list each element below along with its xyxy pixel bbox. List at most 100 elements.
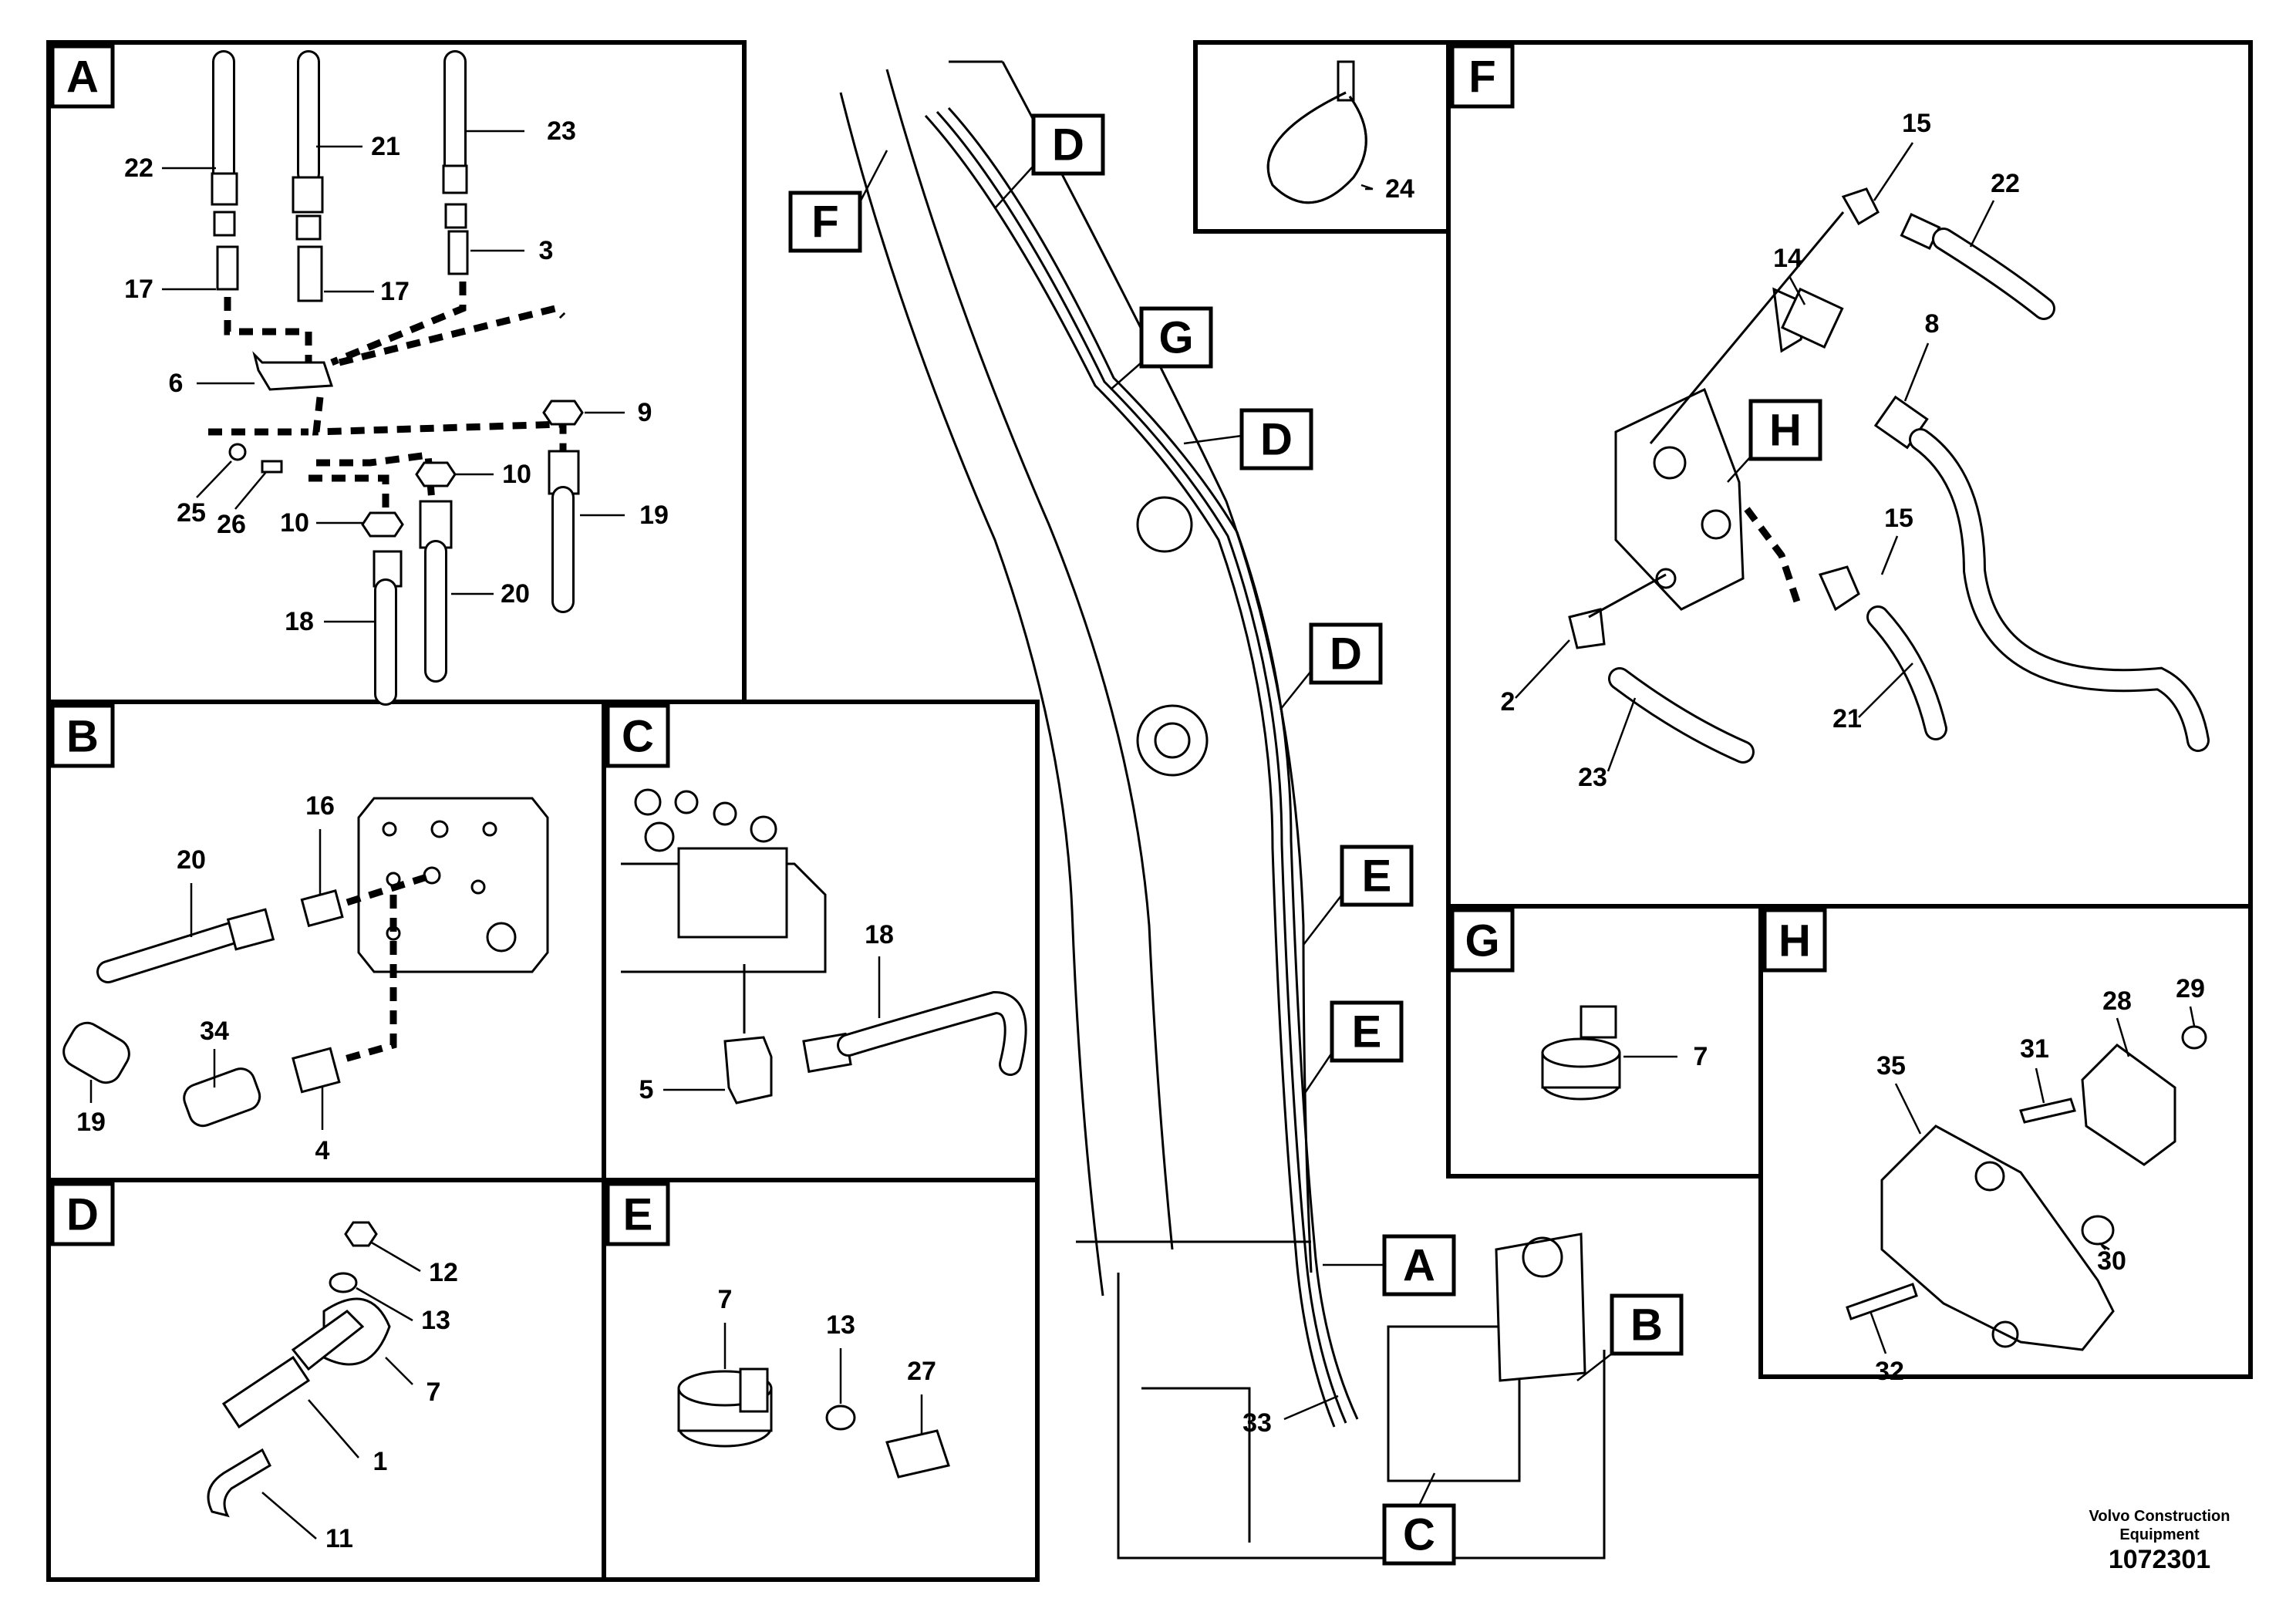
svg-text:A: A (66, 52, 99, 103)
svg-text:D: D (1260, 415, 1293, 465)
svg-text:C: C (622, 712, 654, 762)
callout-34: 34 (200, 1017, 229, 1046)
callout-14: 14 (1773, 244, 1802, 273)
figure-number: 1072301 (2109, 1545, 2210, 1574)
svg-text:F: F (1468, 52, 1495, 103)
panel-a-label: A (50, 44, 115, 109)
callout-2: 2 (1501, 687, 1515, 717)
callout-21f: 21 (1832, 704, 1862, 733)
callout-18: 18 (285, 607, 314, 636)
panel-a-callouts: 22 21 23 17 17 3 6 9 10 10 25 26 19 20 1… (124, 116, 669, 636)
callout-17b: 17 (380, 277, 410, 306)
panel-h-callouts: 35 31 28 29 30 32 (1869, 974, 2205, 1386)
callout-15a: 15 (1902, 109, 1931, 138)
panel-f-label: F (1450, 44, 1515, 109)
callout-12: 12 (429, 1258, 458, 1287)
svg-text:B: B (66, 712, 99, 762)
callout-13e: 13 (826, 1310, 855, 1340)
panel-g-drawing (1541, 1005, 1621, 1101)
boom-tag-g: G (1110, 306, 1213, 390)
boom-tag-b: B (1576, 1293, 1684, 1381)
panel-b-label: B (50, 703, 115, 768)
callout-18c: 18 (865, 920, 894, 949)
panel-e-frame (602, 1178, 1040, 1582)
callout-23: 23 (547, 116, 576, 146)
callout-4: 4 (315, 1136, 330, 1165)
boom-tag-d2: D (1183, 408, 1313, 470)
callout-16: 16 (305, 791, 335, 821)
boom-tag-c: C (1382, 1472, 1456, 1566)
svg-text:D: D (66, 1190, 99, 1240)
callout-9: 9 (638, 398, 652, 427)
panel-b-drawing (62, 797, 549, 1128)
callout-20: 20 (501, 579, 530, 609)
callout-5: 5 (639, 1075, 654, 1104)
callout-27: 27 (907, 1357, 936, 1386)
svg-text:A: A (1403, 1241, 1435, 1291)
panel-f-drawing (1568, 187, 2210, 764)
panel-g-label: G (1450, 908, 1515, 973)
callout-19: 19 (639, 501, 669, 530)
footer: Volvo Construction Equipment 1072301 (2089, 1508, 2230, 1574)
boom-tag-d3: D (1279, 622, 1383, 710)
panel-d-label: D (50, 1182, 115, 1246)
callout-17a: 17 (124, 275, 153, 304)
svg-text:H: H (1778, 916, 1811, 966)
callout-7e: 7 (718, 1285, 733, 1314)
callout-3: 3 (539, 236, 554, 265)
svg-text:G: G (1158, 313, 1193, 363)
callout-19b: 19 (76, 1108, 106, 1137)
svg-text:E: E (623, 1190, 653, 1240)
panel-f-frame (1446, 40, 2253, 909)
panel-f-callouts: 15 22 14 8 15 2 21 23 (1501, 109, 2020, 792)
boom-tag-d1: D (994, 113, 1105, 209)
callout-33: 33 (1242, 1408, 1272, 1438)
svg-text:B: B (1630, 1300, 1663, 1351)
company-line2: Equipment (2119, 1526, 2200, 1543)
panel-d-drawing (207, 1221, 391, 1518)
svg-text:D: D (1330, 629, 1362, 679)
svg-text:D: D (1052, 120, 1084, 170)
callout-15b: 15 (1884, 504, 1913, 533)
svg-text:E: E (1362, 851, 1392, 902)
callout-22: 22 (124, 153, 153, 183)
panel-clip-callouts: 24 (1360, 174, 1414, 204)
panel-d-frame (46, 1178, 606, 1582)
panel-c-callouts: 18 5 (639, 920, 894, 1104)
panel-c-frame (602, 700, 1040, 1182)
svg-text:E: E (1352, 1007, 1382, 1057)
callout-29: 29 (2176, 974, 2205, 1003)
boom-tag-e1: E (1303, 845, 1414, 946)
boom-callouts: 33 (1242, 1394, 1339, 1438)
company-line1: Volvo Construction (2089, 1508, 2230, 1525)
svg-text:C: C (1403, 1510, 1435, 1560)
panel-h-frame (1758, 904, 2253, 1379)
callout-30: 30 (2097, 1246, 2126, 1276)
callout-23f: 23 (1578, 763, 1607, 792)
panel-e-drawing (677, 1367, 950, 1479)
callout-21: 21 (371, 132, 400, 161)
svg-text:H: H (1769, 406, 1802, 456)
callout-6: 6 (169, 369, 184, 398)
panel-d-callouts: 12 13 7 1 11 (261, 1240, 458, 1553)
callout-31: 31 (2020, 1034, 2049, 1064)
callout-28: 28 (2102, 986, 2132, 1016)
boom-tag-f: F (788, 150, 888, 253)
callout-11: 11 (325, 1524, 353, 1553)
svg-text:F: F (811, 197, 838, 248)
boom-tag-a: A (1323, 1234, 1456, 1297)
panel-c-label: C (605, 703, 670, 768)
callout-10b: 10 (280, 508, 309, 538)
callout-10a: 10 (502, 460, 531, 489)
callout-24: 24 (1385, 174, 1414, 204)
callout-20b: 20 (177, 845, 206, 875)
boom-tag-e2: E (1302, 1000, 1404, 1096)
callout-7g: 7 (1694, 1042, 1708, 1071)
panel-c-drawing (621, 788, 1027, 1104)
boom-drawing (839, 60, 1606, 1560)
callout-22f: 22 (1991, 169, 2020, 198)
panel-clip-drawing (1266, 60, 1367, 204)
callout-26: 26 (217, 510, 246, 539)
panel-h-drawing (1846, 1025, 2207, 1351)
